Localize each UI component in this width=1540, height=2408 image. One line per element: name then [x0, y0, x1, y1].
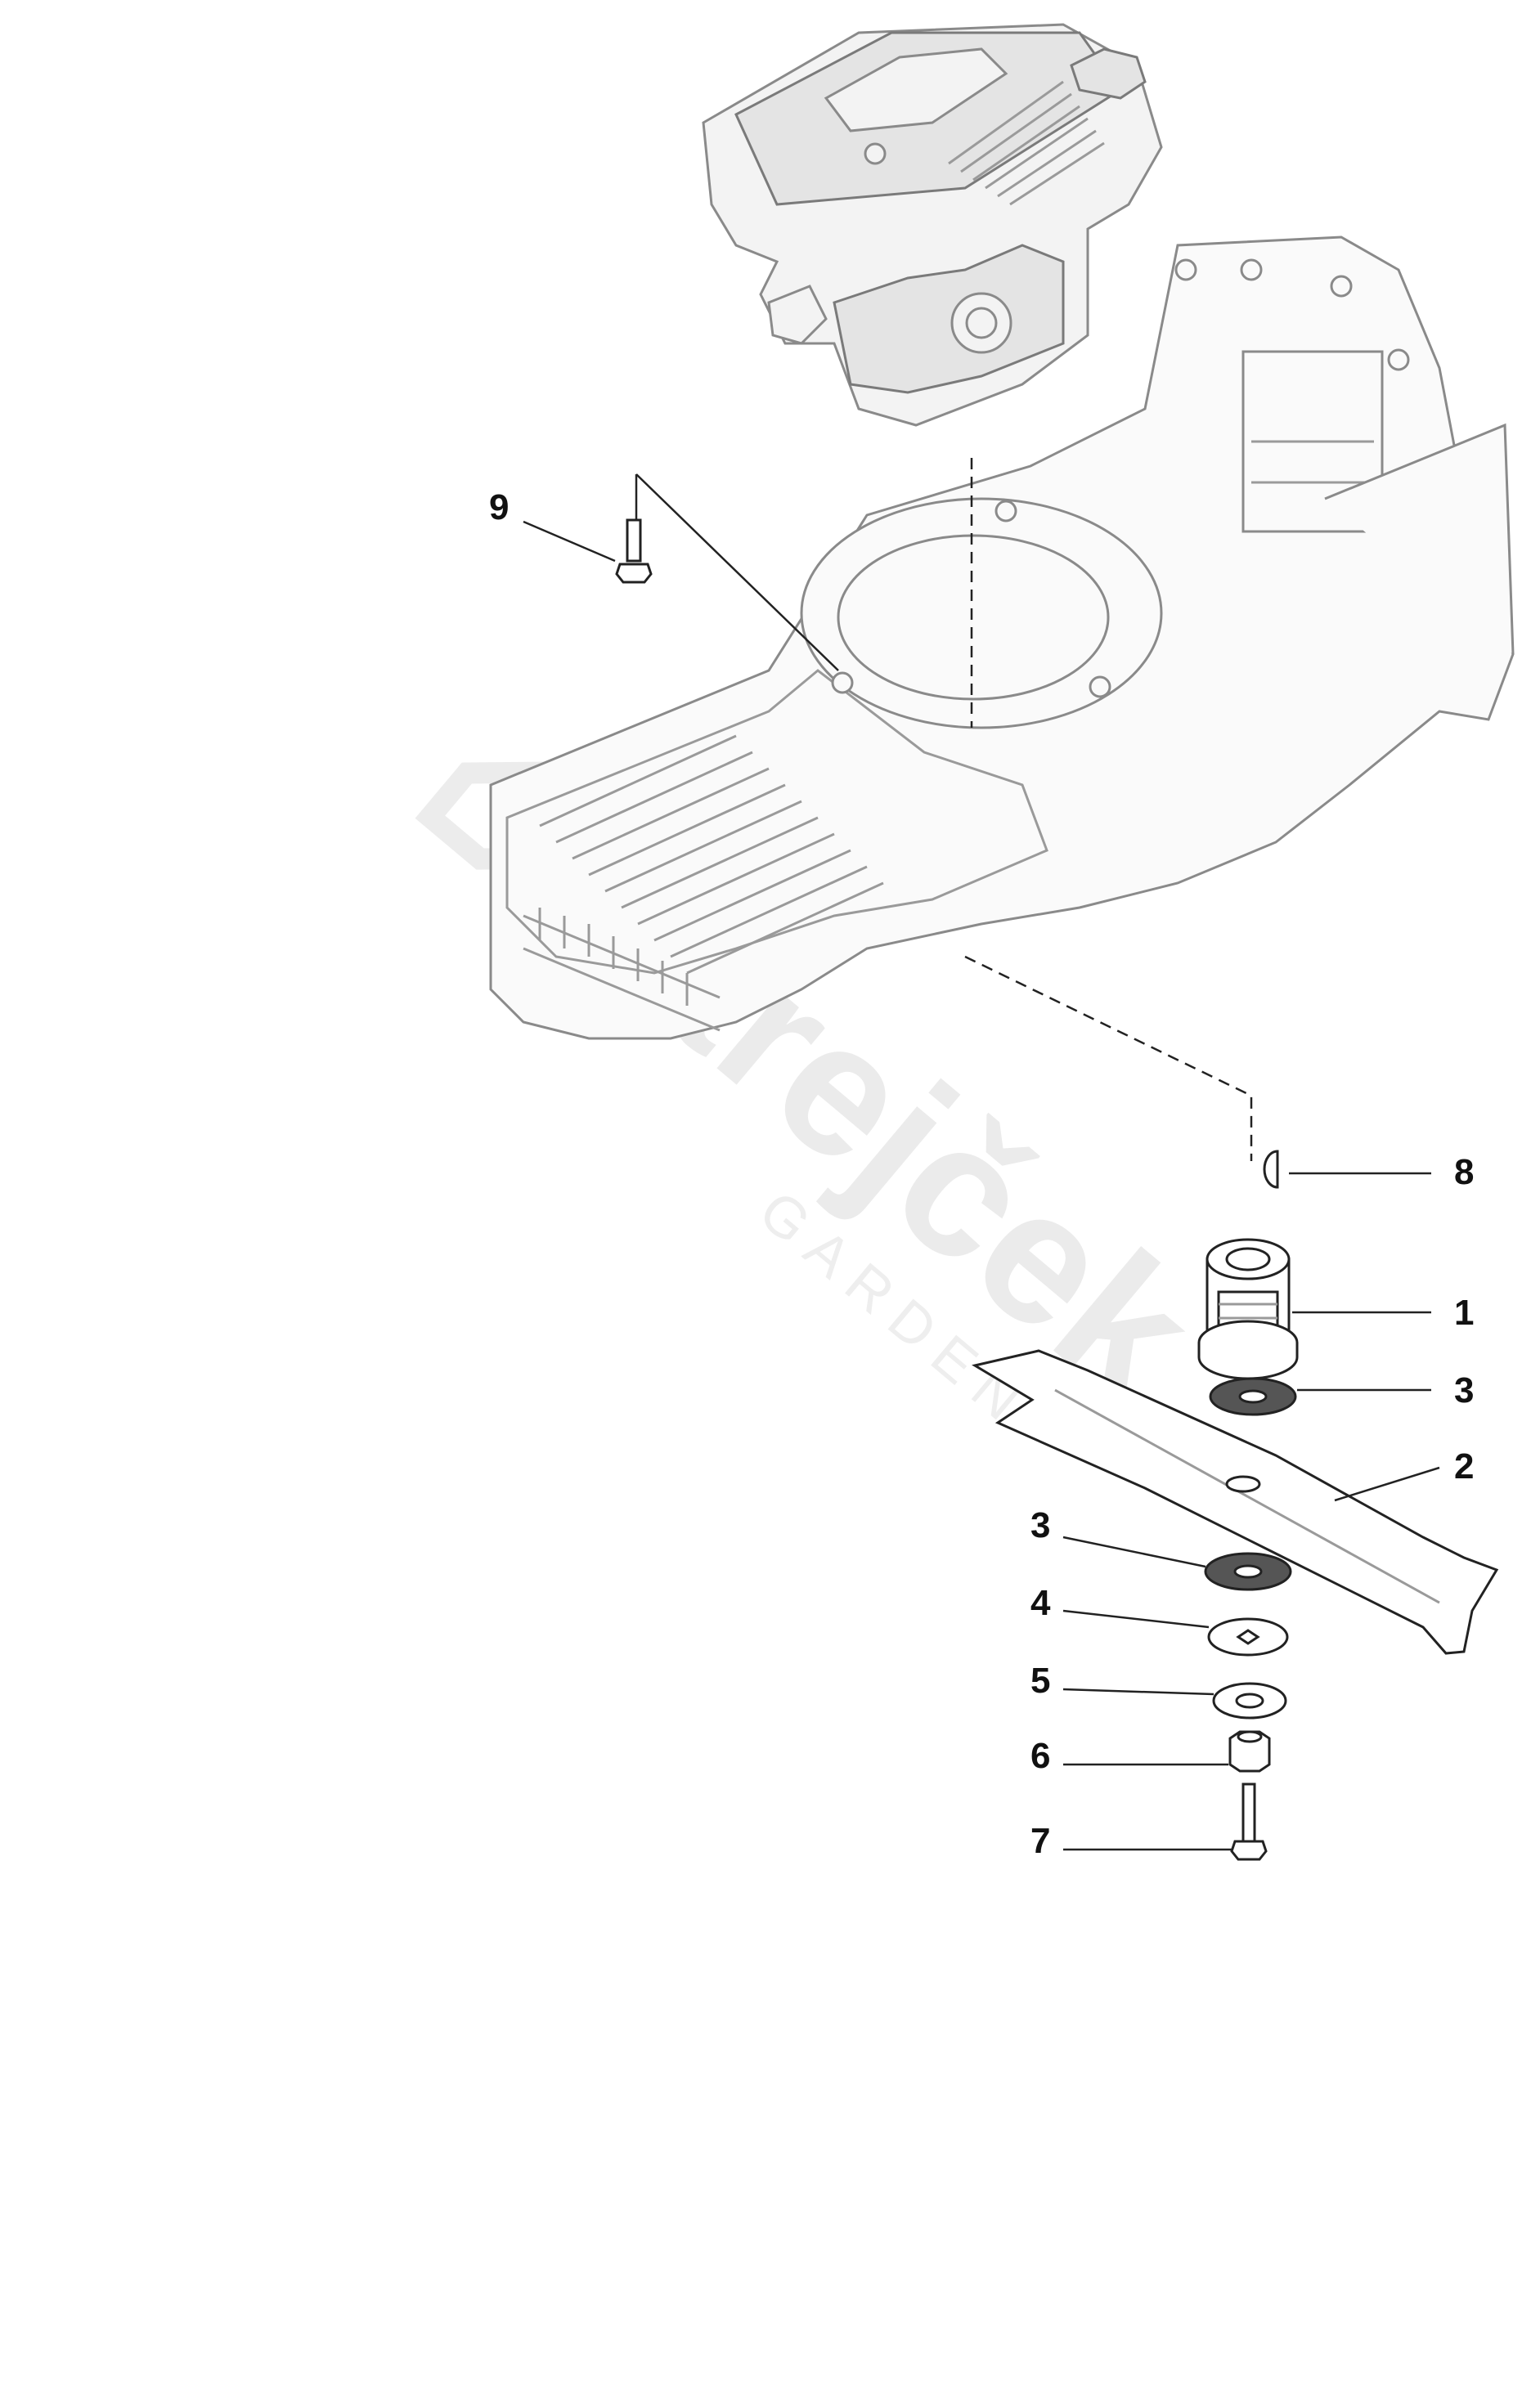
callout-3-upper: 3 [1454, 1370, 1474, 1410]
part-5-washer [1212, 1682, 1287, 1720]
callout-6: 6 [1030, 1736, 1050, 1776]
callout-8: 8 [1454, 1152, 1474, 1192]
part-7-bolt [1230, 1782, 1268, 1861]
part-4-washer [1207, 1617, 1289, 1657]
leader-3b [1062, 1536, 1206, 1568]
callout-2: 2 [1454, 1446, 1474, 1487]
leader-4 [1062, 1609, 1210, 1629]
deck-front-vents [523, 908, 721, 1006]
part-8-key [1263, 1150, 1279, 1189]
part-1-hub [1197, 1238, 1299, 1380]
part-2-blade [972, 1349, 1499, 1655]
callout-3-lower: 3 [1030, 1505, 1050, 1545]
callout-7: 7 [1030, 1821, 1050, 1861]
part-9-bolt [615, 518, 653, 584]
bolt9-guide-upper [635, 473, 839, 671]
deck-ribs [539, 734, 884, 975]
part-3b-washer [1204, 1552, 1292, 1591]
callout-9: 9 [489, 487, 509, 527]
part-3a-washer [1209, 1377, 1297, 1416]
engine [702, 23, 1163, 427]
leader-lines [523, 520, 1440, 1851]
mower-deck [489, 235, 1515, 1040]
part-6-nut [1228, 1730, 1271, 1773]
leader-2 [1334, 1466, 1440, 1502]
deck-to-blade-line [964, 955, 1253, 1161]
callout-4: 4 [1030, 1583, 1051, 1623]
callout-5: 5 [1030, 1661, 1050, 1701]
leader-9 [523, 520, 616, 563]
callout-1: 1 [1454, 1293, 1474, 1333]
assembly-lines [635, 458, 1253, 1161]
engine-fins [948, 80, 1105, 206]
leader-5 [1062, 1688, 1214, 1696]
callout-labels: 9 8 1 3 2 3 4 5 6 7 [489, 487, 1474, 1861]
